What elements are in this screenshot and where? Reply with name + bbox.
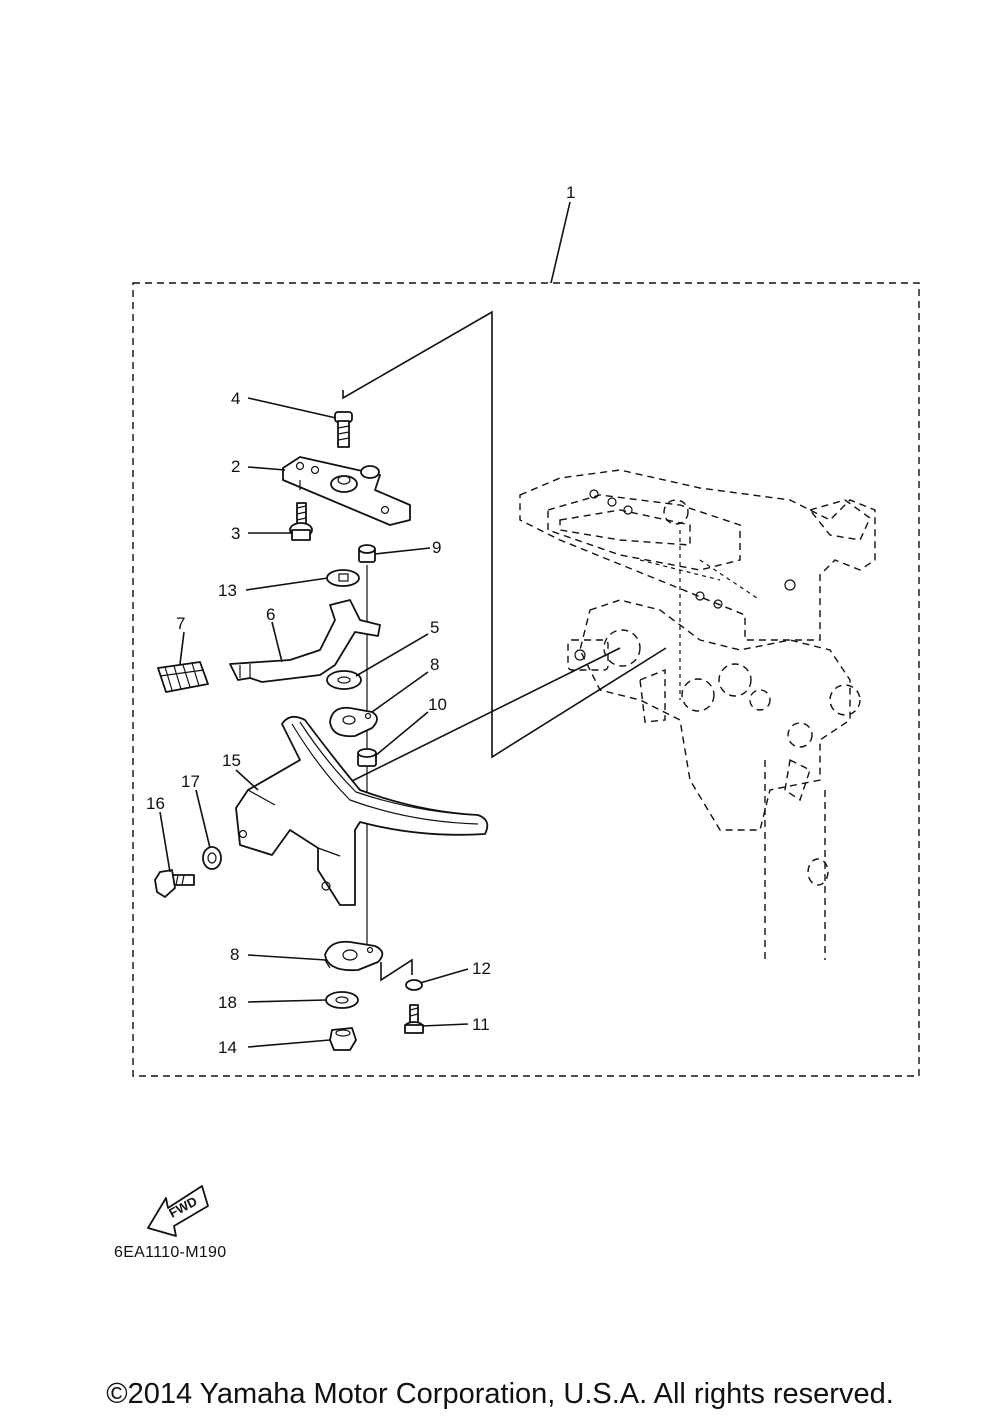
assembly-boundary bbox=[132, 282, 920, 1077]
part-2-plate bbox=[282, 456, 411, 526]
callout-2: 2 bbox=[231, 457, 240, 476]
callout-3: 3 bbox=[231, 524, 240, 543]
callout-5: 5 bbox=[430, 618, 439, 637]
callout-10: 10 bbox=[428, 695, 447, 714]
part-7-grip bbox=[157, 661, 209, 693]
callout-17: 17 bbox=[181, 772, 200, 791]
fwd-arrow-icon: FWD bbox=[147, 1185, 209, 1237]
part-6-lever bbox=[229, 599, 381, 683]
leader-12-bracket bbox=[380, 958, 413, 982]
callout-16: 16 bbox=[146, 794, 165, 813]
callout-6: 6 bbox=[266, 605, 275, 624]
callout-7: 7 bbox=[176, 614, 185, 633]
callout-14: 14 bbox=[218, 1038, 237, 1057]
part-8-cam-upper bbox=[329, 706, 378, 738]
callout-4: 4 bbox=[231, 389, 240, 408]
part-8-cam-lower bbox=[324, 940, 384, 972]
copyright-notice: ©2014 Yamaha Motor Corporation, U.S.A. A… bbox=[106, 1378, 894, 1410]
part-12-washer bbox=[405, 979, 423, 991]
callout-leaders bbox=[159, 397, 469, 1048]
diagram-code: 6EA1110-M190 bbox=[114, 1244, 227, 1261]
part-14-nut bbox=[329, 1027, 357, 1051]
callout-13: 13 bbox=[218, 581, 237, 600]
part-9-collar bbox=[358, 544, 376, 563]
part-3-bolt bbox=[289, 502, 313, 541]
part-10-collar bbox=[357, 748, 377, 767]
callout-15: 15 bbox=[222, 751, 241, 770]
callout-18: 18 bbox=[218, 993, 237, 1012]
callout-9: 9 bbox=[432, 538, 441, 557]
callout-11: 11 bbox=[472, 1015, 490, 1034]
part-11-bolt bbox=[404, 1004, 424, 1034]
part-17-washer bbox=[202, 846, 222, 870]
leader-guide-to-frame bbox=[351, 647, 621, 782]
part-5-washer bbox=[326, 670, 362, 690]
callout-1: 1 bbox=[566, 183, 575, 202]
callout-8-lower: 8 bbox=[230, 945, 239, 964]
leader-line-1 bbox=[550, 201, 571, 284]
callout-8-upper: 8 bbox=[430, 655, 439, 674]
callout-12: 12 bbox=[472, 959, 491, 978]
part-4-screw bbox=[334, 411, 353, 448]
leader-top-bracket bbox=[342, 310, 667, 759]
swivel-bracket-context bbox=[519, 469, 876, 960]
part-16-bolt bbox=[154, 869, 195, 898]
part-15-guide-bracket bbox=[235, 715, 489, 906]
part-13-washer bbox=[326, 569, 360, 587]
part-18-washer bbox=[325, 991, 359, 1009]
